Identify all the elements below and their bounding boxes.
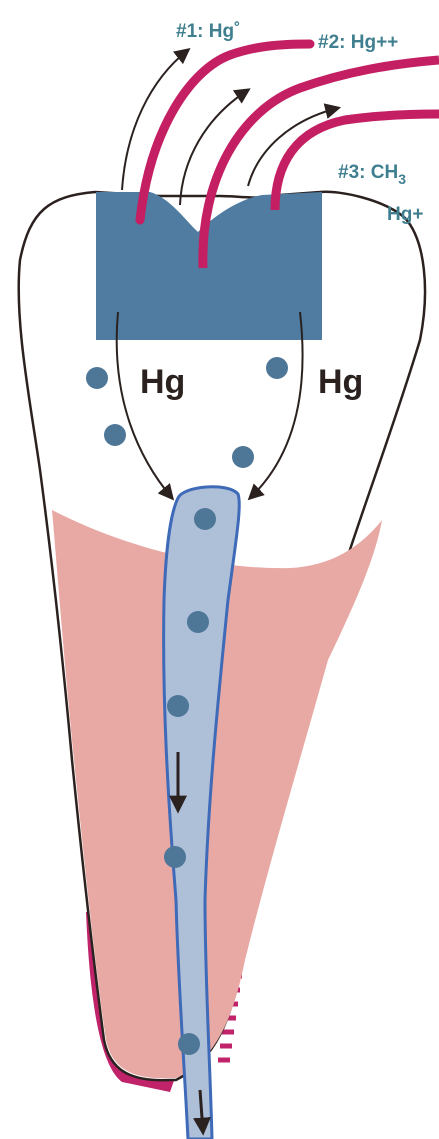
vapor-arrow-icon [122,50,188,190]
mercury-particle-icon [266,357,288,379]
label-release-3: #3: CH3 [338,162,406,187]
mercury-particle-icon [232,446,254,468]
mercury-particle-icon [178,1033,200,1055]
label-release-3-sub: 3 [398,171,406,187]
mercury-particle-icon [104,424,126,446]
mercury-particle-icon [167,695,189,717]
mercury-particle-icon [86,367,108,389]
label-hg-right: Hg [318,363,363,401]
label-hg-left: Hg [140,363,185,401]
label-release-3-line2: Hg+ [387,204,423,225]
label-release-3-text: #3: CH [338,162,398,183]
mercury-particle-icon [194,508,216,530]
mercury-particle-icon [164,846,186,868]
mercury-particle-icon [187,611,209,633]
label-release-1: #1: Hg˚ [176,21,240,42]
label-release-2: #2: Hg++ [318,32,398,53]
